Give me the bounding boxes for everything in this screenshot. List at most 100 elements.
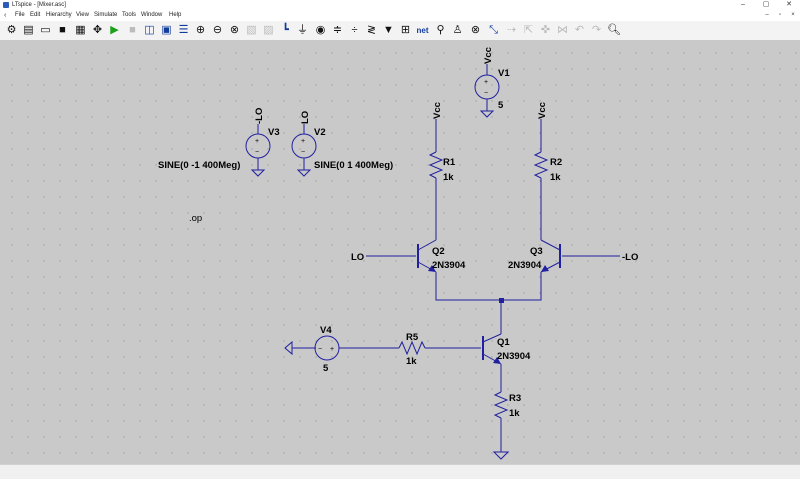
ltspice-app-icon <box>3 2 9 8</box>
title-bar: LTspice - [Mixer.asc] – ▢ ✕ <box>0 0 800 10</box>
run-icon[interactable]: ▶ <box>110 24 119 36</box>
v2-plus: + <box>301 138 305 145</box>
r3-value: 1k <box>509 408 520 419</box>
q3-transistor[interactable] <box>540 239 561 273</box>
spice-icon[interactable]: net <box>416 26 429 35</box>
save-icon[interactable]: ■ <box>59 24 66 36</box>
r5-resistor[interactable] <box>398 340 426 356</box>
cascade-icon[interactable]: ▣ <box>161 24 172 36</box>
window-minimize-button[interactable]: – <box>741 1 745 8</box>
settings-icon[interactable]: ⚙ <box>6 24 17 36</box>
zoom-out-icon[interactable]: ⊖ <box>212 24 223 36</box>
mdi-minimize-button[interactable]: – <box>765 12 769 18</box>
v3-plus: + <box>255 138 259 145</box>
undo-arrow-icon[interactable]: ↶ <box>574 24 585 36</box>
rotate-icon[interactable]: ⇢ <box>506 24 517 36</box>
r1-vcc-label: Vcc <box>432 102 443 119</box>
r1-resistor[interactable] <box>428 151 444 179</box>
diode-icon[interactable]: ≷ <box>366 24 377 36</box>
v1-minus: − <box>484 90 488 97</box>
undo-icon[interactable]: ✜ <box>540 24 551 36</box>
resistor-icon[interactable]: ◉ <box>315 24 326 36</box>
v2-net-label: LO <box>300 111 311 124</box>
status-bar <box>0 464 800 479</box>
q2-transistor[interactable] <box>417 239 437 273</box>
v2-source[interactable]: + − <box>291 124 317 177</box>
q2-model: 2N3904 <box>432 260 466 271</box>
redo-arrow-icon[interactable]: ↷ <box>591 24 602 36</box>
zoom-fit-icon[interactable]: ⊗ <box>229 24 240 36</box>
label-icon[interactable]: ⏚ <box>297 24 308 36</box>
component-icon[interactable]: ▼ <box>383 24 394 36</box>
op-directive[interactable]: .op <box>189 213 202 224</box>
drag-icon[interactable]: ⤡ <box>489 24 498 36</box>
v1-name: V1 <box>498 68 510 79</box>
zoom-in-icon[interactable]: ⊕ <box>195 24 206 36</box>
v4-minus: − <box>318 346 322 353</box>
menu-hierarchy[interactable]: Hierarchy <box>46 12 72 18</box>
ground-symbol[interactable] <box>492 451 510 460</box>
r3-name: R3 <box>509 393 521 404</box>
menu-bar: ‹ File Edit Hierarchy View Simulate Tool… <box>0 10 800 21</box>
v4-source[interactable]: − + <box>314 335 340 361</box>
q3-base-label: -LO <box>622 252 638 263</box>
mdi-restore-button[interactable]: ▫ <box>778 12 782 18</box>
move-icon[interactable]: ⊗ <box>470 24 481 36</box>
v3-value: SINE(0 -1 400Meg) <box>158 160 240 171</box>
v4-ground-symbol[interactable] <box>284 340 293 356</box>
menu-simulate[interactable]: Simulate <box>94 12 118 18</box>
q1-transistor[interactable] <box>482 333 502 365</box>
menu-window[interactable]: Window <box>141 12 163 18</box>
delete-icon[interactable]: ⚲ <box>436 24 445 36</box>
tile-icon[interactable]: ◫ <box>144 24 155 36</box>
control-panel-icon[interactable]: ✥ <box>92 24 103 36</box>
q2-name: Q2 <box>432 246 445 257</box>
menu-help[interactable]: Help <box>169 12 182 18</box>
menu-tools[interactable]: Tools <box>122 12 137 18</box>
open-folder-icon[interactable]: ▭ <box>40 24 51 36</box>
halt-icon[interactable]: ■ <box>129 24 136 36</box>
mdi-close-button[interactable]: × <box>791 12 795 18</box>
menu-edit[interactable]: Edit <box>30 12 41 18</box>
mirror-icon[interactable]: ⇱ <box>523 24 534 36</box>
v4-name: V4 <box>320 325 332 336</box>
q3-name: Q3 <box>530 246 543 257</box>
print-icon[interactable]: ▦ <box>75 24 86 36</box>
v4-value: 5 <box>323 363 329 374</box>
r5-value: 1k <box>406 356 417 367</box>
v2-name: V2 <box>314 127 326 138</box>
menu-view[interactable]: View <box>76 12 89 18</box>
v3-source[interactable]: + − <box>245 124 271 177</box>
r2-value: 1k <box>550 172 561 183</box>
menu-file[interactable]: File <box>15 12 25 18</box>
v1-value: 5 <box>498 100 504 111</box>
schematic-canvas[interactable]: + − Vcc V1 5 + − -LO V3 SINE(0 -1 400Meg… <box>0 41 800 464</box>
capacitor-icon[interactable]: ≑ <box>332 24 343 36</box>
q2-base-label: LO <box>351 252 364 263</box>
wire-icon[interactable]: ▨ <box>263 24 274 36</box>
window-maximize-button[interactable]: ▢ <box>762 1 770 8</box>
r5-name: R5 <box>406 332 419 343</box>
ground-icon[interactable]: ┗ <box>282 24 289 36</box>
q1-name: Q1 <box>497 337 510 348</box>
r1-name: R1 <box>443 157 456 168</box>
r2-resistor[interactable] <box>533 151 549 179</box>
redo-icon[interactable]: ⋈ <box>557 24 568 36</box>
toolbar: ⚙ ▤ ▭ ■ ▦ ✥ ▶ ■ ◫ ▣ ☰ ⊕ ⊖ ⊗ ▧ ▨ ┗ ⏚ ◉ ≑ … <box>0 21 800 41</box>
r3-resistor[interactable] <box>493 391 509 419</box>
back-arrow-icon[interactable]: ‹ <box>4 12 7 19</box>
r1-value: 1k <box>443 172 454 183</box>
pan-icon[interactable]: ☰ <box>178 24 189 36</box>
v1-source[interactable]: + − <box>474 64 500 118</box>
window-close-button[interactable]: ✕ <box>786 1 792 8</box>
net-icon[interactable]: ⊞ <box>400 24 411 36</box>
v3-name: V3 <box>268 127 280 138</box>
find-icon[interactable]: 🔍︎ <box>607 24 621 36</box>
schematic-icon[interactable]: ▧ <box>246 24 257 36</box>
r2-name: R2 <box>550 157 562 168</box>
q3-model: 2N3904 <box>508 260 542 271</box>
inductor-icon[interactable]: ÷ <box>351 24 358 36</box>
duplicate-icon[interactable]: ♙ <box>452 24 463 36</box>
v3-minus: − <box>255 149 259 156</box>
open-icon[interactable]: ▤ <box>23 24 34 36</box>
